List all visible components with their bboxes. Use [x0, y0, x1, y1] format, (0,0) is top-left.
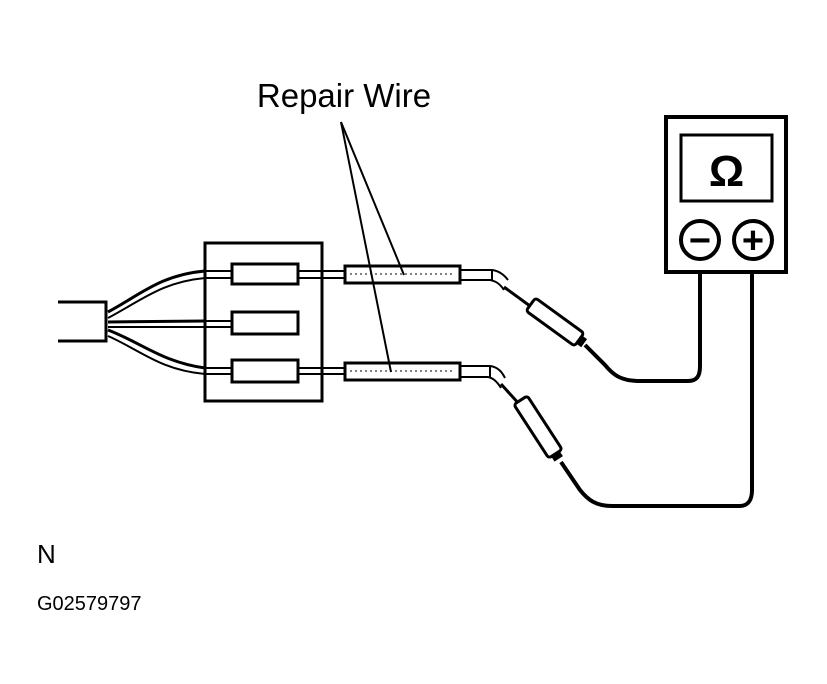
ohmmeter: Ω − + — [664, 115, 788, 274]
main-cable — [58, 300, 108, 343]
repair-wire-label: Repair Wire — [257, 77, 431, 114]
connector-pin-top — [230, 262, 300, 286]
ohm-symbol: Ω — [709, 147, 744, 196]
connector-pin-bottom — [230, 358, 300, 384]
repair-wire-callout: Repair Wire — [257, 77, 431, 373]
connector-pin-middle — [230, 310, 300, 336]
meter-display — [679, 133, 774, 203]
repair-wire-upper — [322, 264, 509, 291]
figure-code: G02579797 — [37, 593, 142, 615]
negative-terminal: − — [679, 219, 721, 262]
negative-terminal-symbol: − — [689, 220, 711, 262]
probe-positive — [499, 258, 754, 508]
connector-housing — [203, 241, 324, 403]
repair-wire-lower — [322, 361, 506, 389]
cable-wires — [107, 269, 206, 375]
positive-terminal: + — [732, 219, 774, 262]
positive-terminal-symbol: + — [742, 220, 764, 262]
probe-negative — [503, 258, 702, 383]
view-letter: N — [37, 539, 56, 569]
